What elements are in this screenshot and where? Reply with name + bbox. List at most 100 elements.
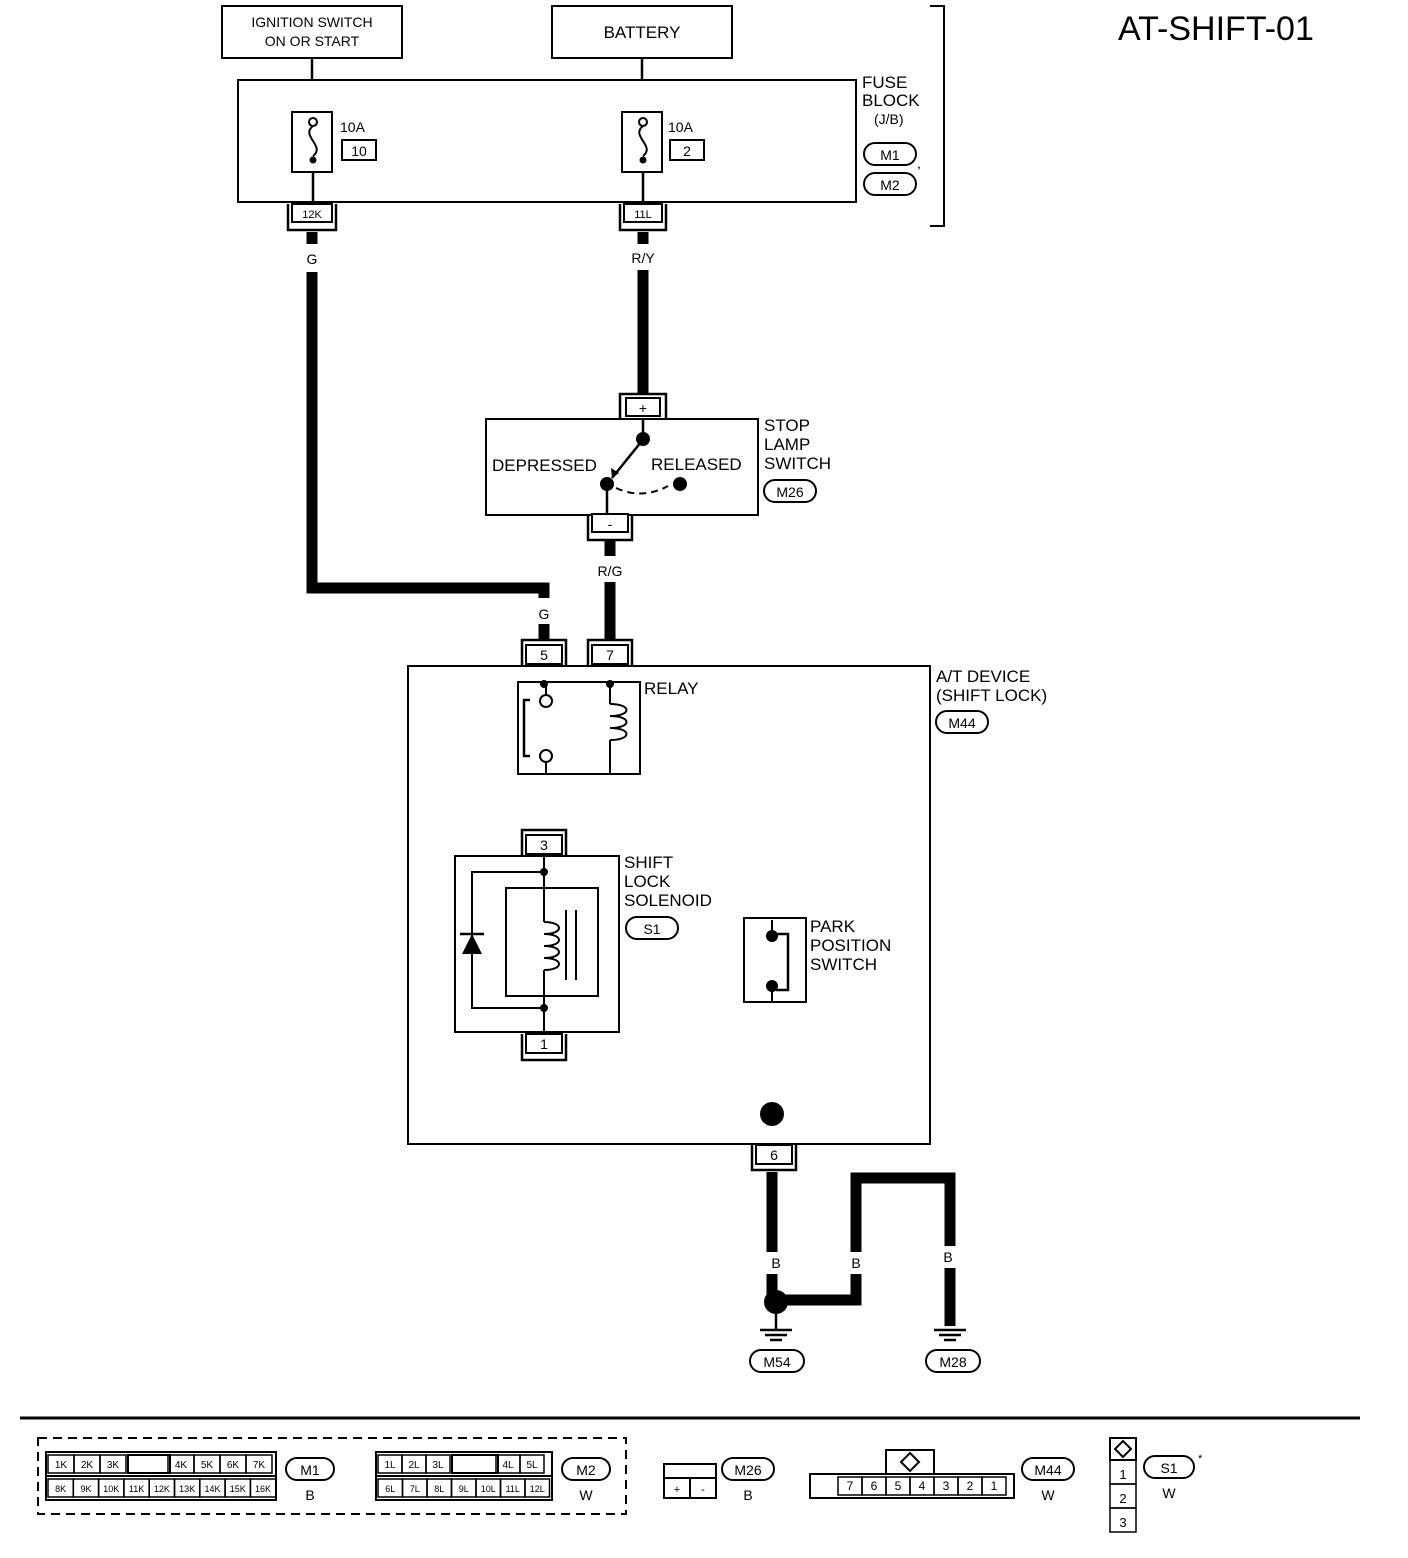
- fuse-block-connector-m1: M1: [880, 147, 900, 163]
- at-device-label-1: A/T DEVICE: [936, 667, 1030, 686]
- m2-pin-9L: 9L: [459, 1484, 469, 1494]
- fuse-block-label-1: FUSE: [862, 73, 907, 92]
- m1-pin-2K: 2K: [81, 1460, 94, 1471]
- park-position-switch: [743, 917, 807, 1003]
- at-device-label-2: (SHIFT LOCK): [936, 686, 1047, 705]
- park-switch-label-3: SWITCH: [810, 955, 877, 974]
- m2-pin-5L-cell: [519, 1454, 545, 1474]
- svg-text:7: 7: [606, 647, 614, 663]
- svg-text:1: 1: [540, 1036, 548, 1052]
- terminal-5: 5: [520, 638, 568, 666]
- m2-pin-2L: 2L: [408, 1460, 420, 1471]
- legend-m26-color: B: [743, 1487, 752, 1503]
- m44-pin-2: 2: [967, 1479, 974, 1493]
- connector-m2-face: 1L 2L 3L 4L 5L 6L 7L 8L 9L 10L 11L 12L: [375, 1451, 553, 1501]
- fuse-block-label-2: BLOCK: [862, 91, 920, 110]
- m1-pin-6K: 6K: [227, 1460, 240, 1471]
- stop-lamp-switch: [485, 418, 759, 516]
- legend-m44-id: M44: [1034, 1462, 1061, 1478]
- m44-pin-1-cell: [981, 1476, 1007, 1496]
- fuse-1-number: 10: [351, 143, 367, 159]
- legend-m1-id: M1: [300, 1462, 320, 1478]
- connector-m26-face: + -: [663, 1463, 717, 1499]
- battery-source: BATTERY: [551, 5, 733, 59]
- m1-pin-1K: 1K: [55, 1460, 68, 1471]
- relay: [517, 680, 641, 775]
- wire-label-ground-branch-1: B: [851, 1255, 860, 1271]
- m2-pin-1L: 1L: [384, 1460, 396, 1471]
- m1-pin-16K-cell: [249, 1478, 277, 1498]
- terminal-plus: +: [618, 392, 668, 420]
- m1-pin-15K: 15K: [230, 1484, 246, 1494]
- m2-pin-3L: 3L: [432, 1460, 444, 1471]
- svg-text:-: -: [701, 1484, 705, 1496]
- m2-pin-8L: 8L: [434, 1484, 444, 1494]
- park-switch-label-2: POSITION: [810, 936, 891, 955]
- svg-text:-: -: [608, 516, 613, 532]
- legend-s1-asterisk: *: [1198, 1453, 1203, 1465]
- terminal-1: 1: [520, 1033, 568, 1062]
- legend-m1-color: B: [305, 1487, 314, 1503]
- park-switch-label-1: PARK: [810, 917, 856, 936]
- m1-pin-3K-cell: [99, 1454, 127, 1474]
- m44-pin-4: 4: [919, 1479, 926, 1493]
- m44-pin-1: 1: [991, 1479, 998, 1493]
- svg-text:11L: 11L: [634, 209, 652, 221]
- switch-depressed-label: DEPRESSED: [492, 456, 597, 475]
- m2-pin-10L: 10L: [481, 1484, 496, 1494]
- stop-lamp-connector: M26: [776, 484, 803, 500]
- s1-pin-2: 2: [1119, 1491, 1126, 1506]
- m2-pin-3L-cell: [425, 1454, 451, 1474]
- m1-pin-11K: 11K: [129, 1484, 144, 1494]
- wire-label-ign-relay: G: [539, 606, 550, 622]
- relay-label: RELAY: [644, 679, 699, 698]
- fuse-1-rating: 10A: [340, 119, 366, 135]
- splice-point: [760, 1102, 784, 1126]
- solenoid-label-2: LOCK: [624, 872, 671, 891]
- stop-lamp-label-3: SWITCH: [764, 454, 831, 473]
- svg-text:+: +: [674, 1484, 680, 1496]
- m2-pin-6L: 6L: [385, 1484, 395, 1494]
- solenoid-label-1: SHIFT: [624, 853, 673, 872]
- m2-pin-12L: 12L: [530, 1484, 545, 1494]
- fuse-2-icon: [621, 111, 663, 173]
- wire-label-bat: R/Y: [631, 250, 655, 266]
- s1-pin-3-cell: [1109, 1507, 1137, 1533]
- m1-pin-10K: 10K: [103, 1484, 119, 1494]
- m1-pin-4K: 4K: [175, 1460, 188, 1471]
- solenoid-connector: S1: [643, 921, 660, 937]
- connector-s1-face: 123: [1109, 1437, 1137, 1533]
- m1-pin-12K: 12K: [154, 1484, 170, 1494]
- wire-label-ground-main: B: [771, 1255, 780, 1271]
- legend-m1-m2-dashed-box: [37, 1437, 627, 1515]
- m1-pin-7K: 7K: [253, 1460, 266, 1471]
- m44-pin-6: 6: [871, 1479, 878, 1493]
- terminal-12k: 12K: [286, 203, 338, 232]
- legend-m44-color: W: [1041, 1487, 1055, 1503]
- fuse-block-connector-m2: M2: [880, 177, 900, 193]
- ground-splice: [764, 1290, 788, 1314]
- terminal-6: 6: [750, 1144, 798, 1172]
- m2-pin-11L: 11L: [506, 1484, 520, 1494]
- m44-pin-3: 3: [943, 1479, 950, 1493]
- legend-m2-id: M2: [576, 1462, 596, 1478]
- m2-pin-4L: 4L: [502, 1460, 514, 1471]
- ground-m28-icon: [934, 1328, 966, 1342]
- m1-pin-3K: 3K: [107, 1460, 120, 1471]
- terminal-3: 3: [520, 828, 568, 856]
- legend-m26-id: M26: [734, 1462, 761, 1478]
- battery-label: BATTERY: [604, 23, 681, 42]
- svg-text:3: 3: [540, 837, 548, 853]
- svg-text:+: +: [639, 400, 647, 416]
- m2-pin-7L: 7L: [410, 1484, 420, 1494]
- s1-pin-3: 3: [1119, 1515, 1126, 1530]
- m44-pin-5: 5: [895, 1479, 902, 1493]
- fuse-block: 10A 10 10A 2: [237, 79, 857, 205]
- wire-label-stop-out: R/G: [598, 563, 623, 579]
- terminal-11l: 11L: [618, 203, 668, 232]
- wire-label-ign: G: [307, 251, 318, 267]
- m2-pin-5L: 5L: [526, 1460, 538, 1471]
- m1-pin-8K: 8K: [55, 1484, 66, 1494]
- terminal-minus: -: [586, 513, 634, 542]
